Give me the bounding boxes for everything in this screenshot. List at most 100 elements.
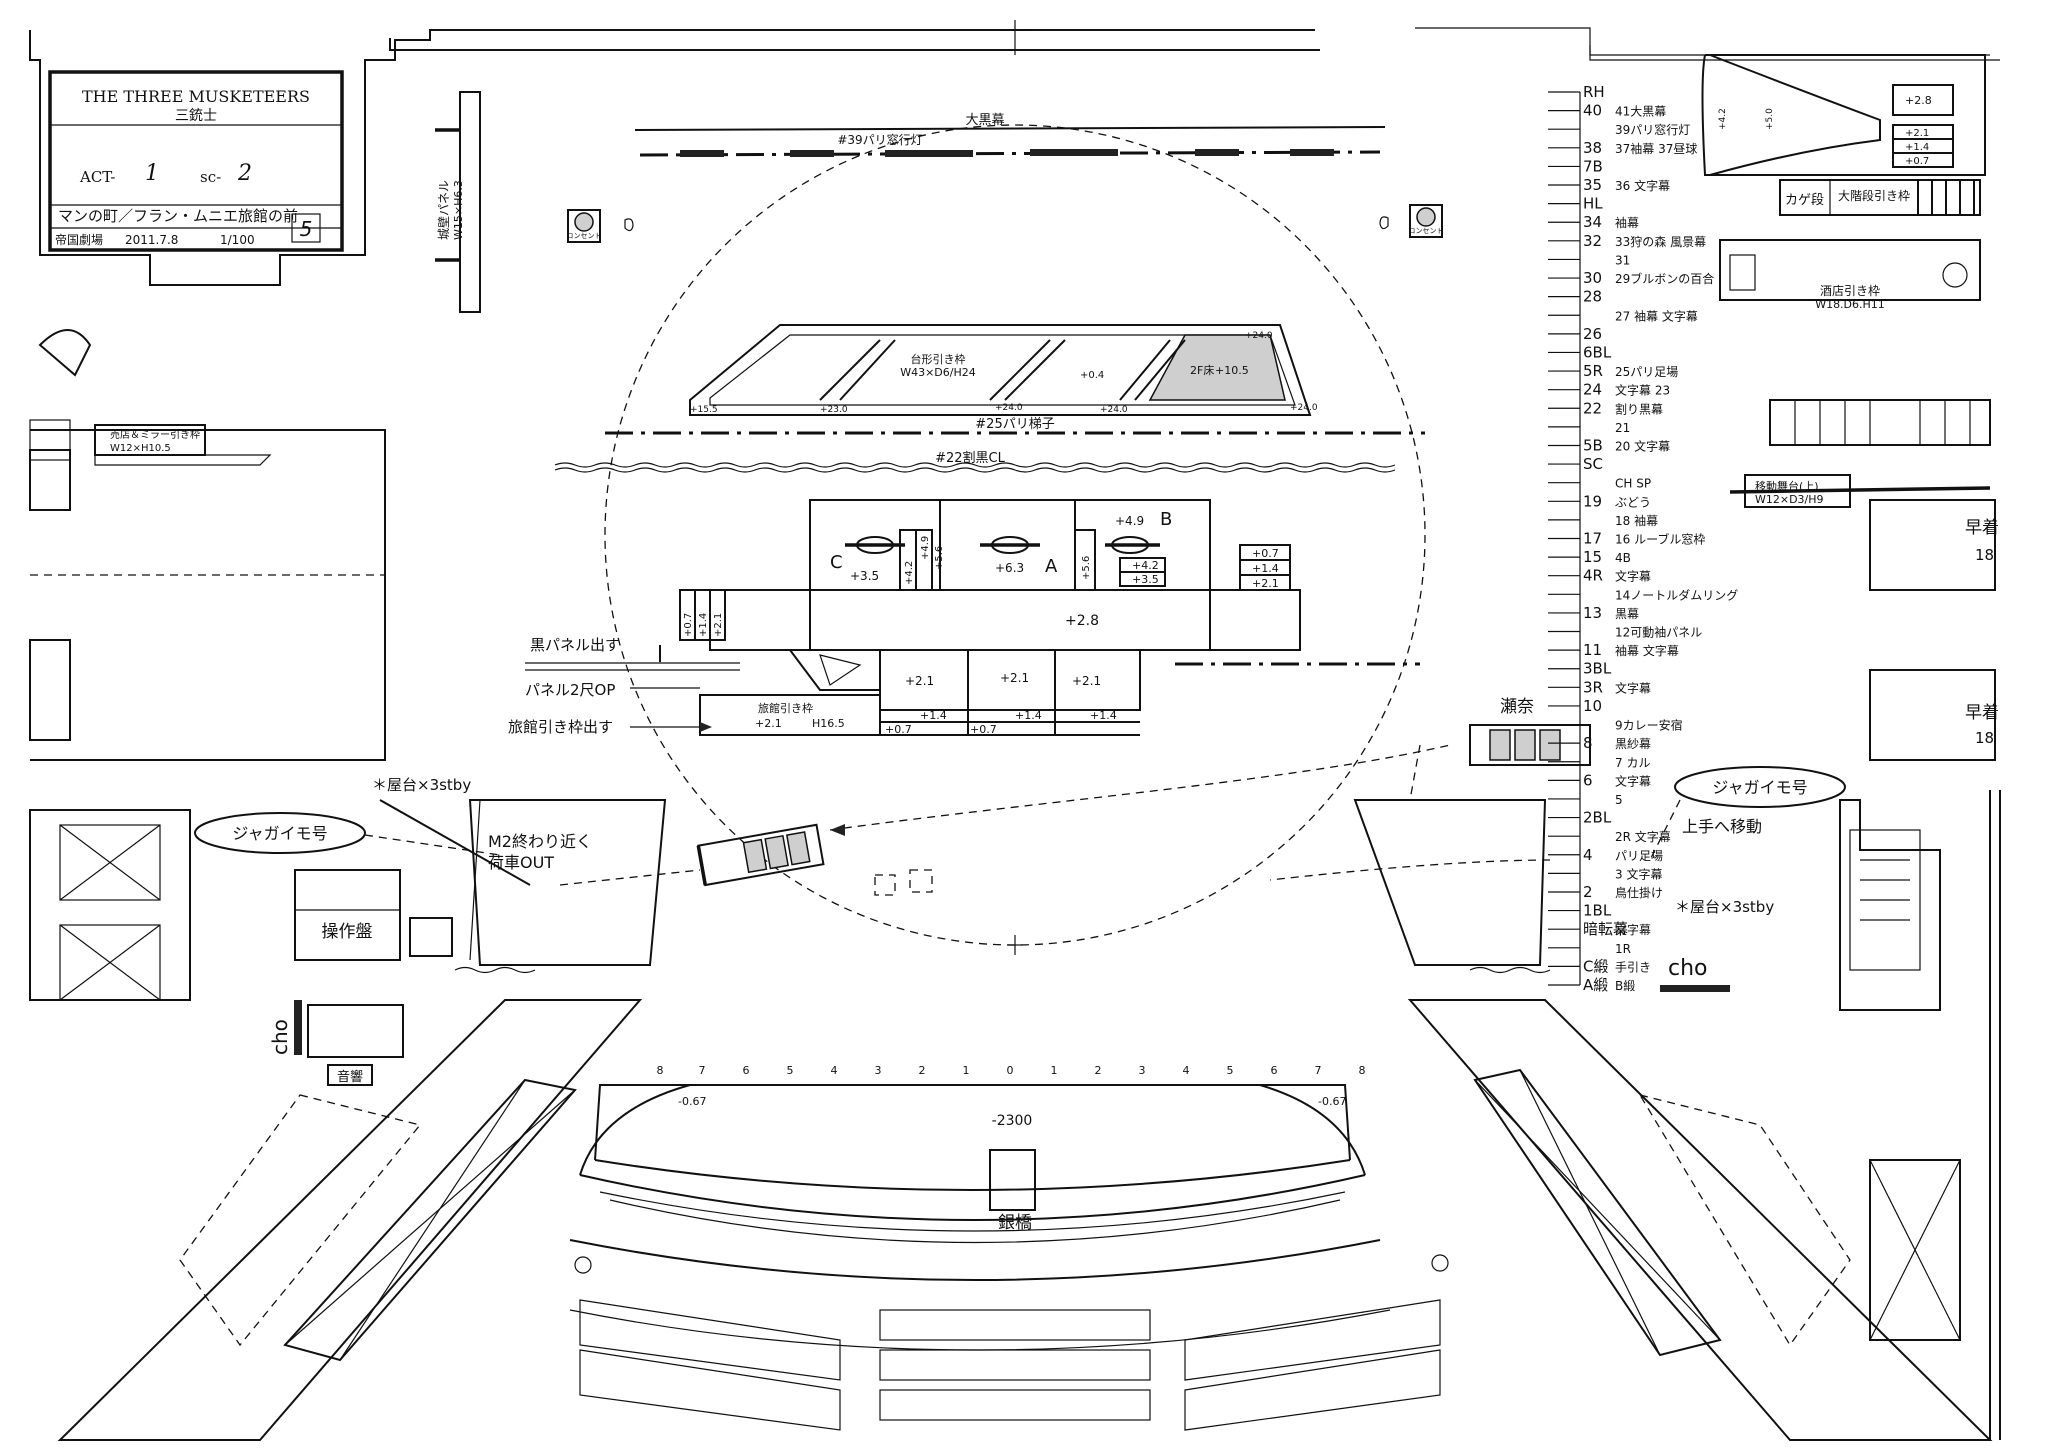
lineset-label: 2R 文字幕 — [1615, 829, 1671, 844]
m2-note-line2: 荷車OUT — [488, 853, 554, 872]
center-wagons: +4.2 +4.9 +5.6 +5.6 A B C +3.5 +6.3 +4.9… — [525, 499, 1420, 736]
trapezoid-wagon: 台形引き枠 W43×D6/H24 2F床 +10.5 +0.4 +15.5 +2… — [689, 324, 1318, 416]
lineset-number: 2 — [1583, 883, 1593, 901]
audience-seating — [569, 1254, 1449, 1431]
height-plus-0-7-r: +0.7 — [1252, 547, 1279, 560]
theatre-walls — [29, 20, 2000, 765]
lineset-number: 10 — [1583, 697, 1602, 715]
lineset-label: 4B — [1615, 551, 1631, 565]
stair-wagon: 大階段引き枠 — [1838, 188, 1910, 203]
lineset-number: 4 — [1583, 846, 1593, 864]
cl-num: 4 — [831, 1064, 838, 1077]
lineset-label: 14ノートルダムリング — [1615, 587, 1738, 602]
lineset-label: CH SP — [1615, 477, 1651, 491]
height-plus-5-6-a: +5.6 — [934, 546, 945, 570]
m2-note-line1: M2終わり近く — [488, 832, 592, 851]
lineset-label: パリ足場 — [1615, 849, 1663, 863]
height-plus-4-9-b: +4.9 — [1115, 514, 1144, 528]
height-plus-24-0-b: +24.0 — [1100, 405, 1128, 415]
batten-39-lamps — [680, 149, 1334, 157]
panel-2shaku: パネル2尺OP — [525, 681, 615, 699]
left-wagon-size: W12×H10.5 — [110, 443, 171, 454]
lineset-label: 袖幕 — [1615, 215, 1639, 230]
outlet-left: コンセント — [567, 209, 634, 243]
mobile-stage-size: W12×D3/H9 — [1755, 493, 1824, 506]
orchestra-minus-right: -0.67 — [1318, 1095, 1346, 1108]
lineset-label: 21 — [1615, 421, 1630, 435]
floor-2f-label: 2F床 — [1190, 363, 1214, 377]
lineset-number: SC — [1583, 455, 1603, 473]
left-offstage: 操作盤 cho 音響 — [29, 809, 453, 1086]
proscenium-right — [1353, 799, 1551, 974]
bar-wagon: 酒店引き枠 — [1820, 284, 1880, 298]
kage-dan: カゲ段 — [1785, 193, 1824, 208]
lineset-number: A緞 — [1583, 976, 1608, 994]
quick-change-2: 早着 — [1965, 703, 1999, 723]
height-plus-2-1-c: +2.1 — [1072, 674, 1101, 688]
show-title: THE THREE MUSKETEERS — [82, 87, 310, 106]
lineset-label: 36 文字幕 — [1615, 178, 1670, 193]
cho-left: cho — [268, 1019, 292, 1055]
bridge-label: 銀橋 — [998, 1213, 1032, 1233]
right-wagon-c: +0.7 — [1905, 156, 1929, 167]
traveler-22-label: #22割黒CL — [935, 450, 1006, 466]
cl-num: 1 — [1051, 1064, 1058, 1077]
height-plus-2-1-r: +2.1 — [1252, 577, 1279, 590]
lineset-label: 37袖幕 37昼球 — [1615, 141, 1697, 156]
lineset-number: 19 — [1583, 492, 1602, 510]
height-plus-2-1-a: +2.1 — [905, 674, 934, 688]
lineset-label: 39パリ窓行灯 — [1615, 122, 1690, 137]
lineset-number: 2BL — [1583, 809, 1612, 827]
lineset-number: RH — [1583, 83, 1605, 101]
lineset-number: 8 — [1583, 734, 1593, 752]
lineset-number: 1BL — [1583, 902, 1612, 920]
lineset-label: 文字幕 — [1615, 773, 1651, 788]
left-wagon-label: 売店＆ミラー引き枠 — [110, 428, 200, 441]
proscenium-left — [454, 799, 667, 974]
upstage-drops: 大黒幕 #39パリ窓行灯 城壁パネル W15×H6.3 コンセント — [435, 91, 1444, 313]
lineset-number: 26 — [1583, 325, 1602, 343]
lineset-number: 22 — [1583, 399, 1602, 417]
cl-num: 2 — [1095, 1064, 1102, 1077]
lineset-number: 13 — [1583, 604, 1602, 622]
lineset-label: 33狩の森 風景幕 — [1615, 234, 1706, 249]
height-plus-4-2: +4.2 — [904, 561, 915, 585]
lineset-label: 鳥仕掛け — [1615, 885, 1663, 900]
height-plus-1-4-a: +1.4 — [920, 709, 947, 722]
height-plus-1-4-l: +1.4 — [698, 613, 709, 637]
lineset-label: 文字幕 — [1615, 680, 1651, 695]
lineset-label: ぶどう — [1615, 495, 1651, 509]
cl-num: 6 — [743, 1064, 750, 1077]
lineset-number: 6 — [1583, 771, 1593, 789]
scene-label: sc- — [200, 168, 221, 186]
cl-num: 7 — [699, 1064, 706, 1077]
lineset-label: 25パリ足場 — [1615, 365, 1678, 379]
height-plus-1-4-b: +1.4 — [1015, 709, 1042, 722]
lineset-label: 31 — [1615, 253, 1630, 267]
lineset-number: 3R — [1583, 678, 1603, 696]
revolve-circle — [604, 124, 1426, 946]
height-plus-0-7-a: +0.7 — [885, 723, 912, 736]
rake-b: +5.0 — [1765, 108, 1775, 130]
lineset-label: 袖幕 文字幕 — [1615, 643, 1679, 658]
move-upstage-right: 上手へ移動 — [1682, 817, 1762, 836]
right-wagon-a: +2.1 — [1905, 128, 1929, 139]
cl-num: 5 — [787, 1064, 794, 1077]
cho-right: cho — [1668, 956, 1708, 981]
sena-cart: 瀬奈 — [1469, 697, 1591, 766]
tower-left — [57, 999, 643, 1441]
centerline-numbers: 8 7 6 5 4 3 2 1 0 1 2 3 4 5 6 7 8 — [657, 1064, 1366, 1077]
outlet-left-label: コンセント — [567, 232, 602, 240]
inn-wagon-height-a: +2.1 — [755, 717, 782, 730]
jagaimo-left-label: ジャガイモ号 — [232, 824, 327, 843]
black-panel-out: 黒パネル出す — [530, 636, 620, 654]
sena-label: 瀬奈 — [1500, 697, 1534, 717]
tower-right — [1407, 999, 1993, 1441]
lineset-label: 5 — [1615, 793, 1623, 807]
height-plus-1-4-r: +1.4 — [1252, 562, 1279, 575]
height-plus-4-2-b: +4.2 — [1132, 559, 1159, 572]
lineset-number: 6BL — [1583, 343, 1612, 361]
floor-2f-height: +10.5 — [1215, 364, 1249, 377]
lineset-number: 24 — [1583, 381, 1602, 399]
inn-wagon-height: H16.5 — [812, 717, 845, 730]
